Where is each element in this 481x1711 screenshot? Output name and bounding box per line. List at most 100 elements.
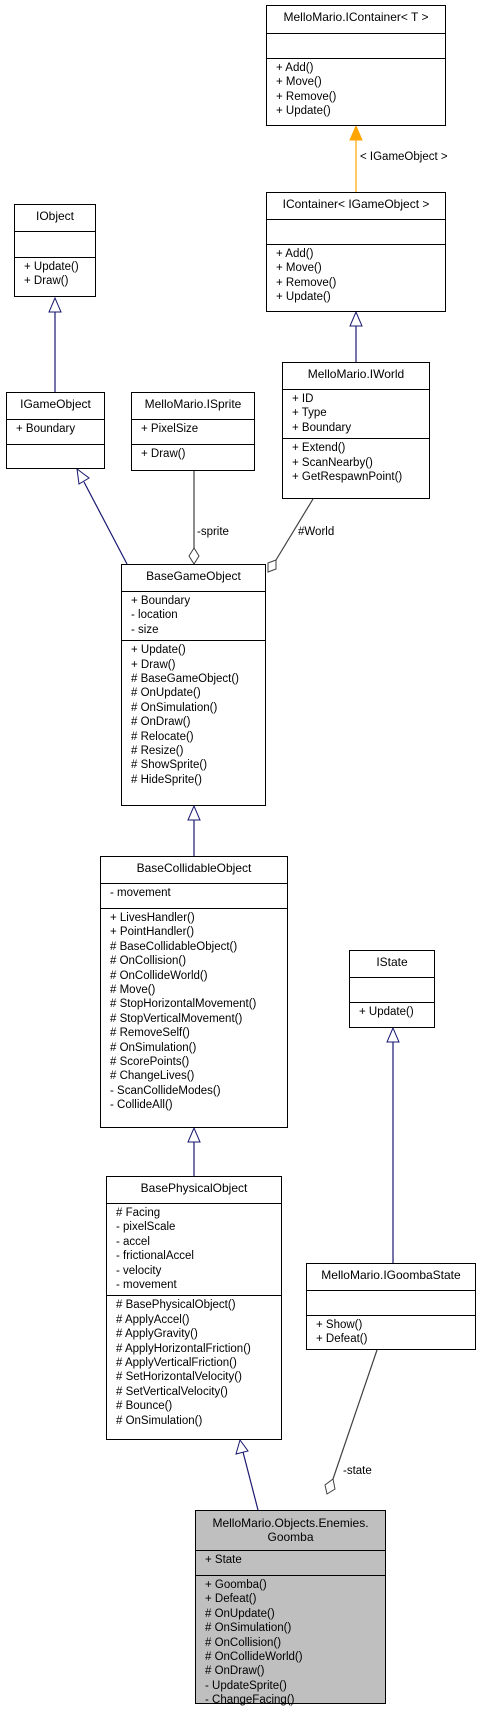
class-methods: + Draw() (132, 445, 254, 464)
attribute-row: + Type (292, 407, 327, 420)
class-attributes (15, 232, 95, 258)
aggregation-edge-state (332, 1349, 378, 1480)
class-goomba[interactable]: MelloMario.Objects.Enemies. Goomba + Sta… (195, 1510, 386, 1707)
method-row: + Remove() (276, 276, 337, 289)
class-basephysicalobject[interactable]: BasePhysicalObject # Facing - pixelScale… (106, 1176, 282, 1440)
method-row: + Update() (359, 1006, 414, 1018)
class-title: MelloMario.IGoombaState (307, 1264, 475, 1291)
class-title: BaseGameObject (122, 565, 265, 592)
attribute-row: - pixelScale (116, 1221, 176, 1234)
method-row: # BaseGameObject() (131, 673, 240, 686)
method-row: + Show() (316, 1319, 363, 1331)
method-row: # Resize() (131, 745, 184, 758)
method-row: - UpdateSprite() (205, 1679, 287, 1692)
class-isprite[interactable]: MelloMario.ISprite + PixelSize + Draw() (131, 392, 255, 471)
class-methods: + Update() (350, 1003, 434, 1022)
method-row: + Add() (276, 62, 314, 74)
class-iworld[interactable]: MelloMario.IWorld + ID + Type + Boundary… (282, 362, 430, 499)
attribute-row: - movement (116, 1279, 177, 1292)
edge-label-world: #World (298, 526, 335, 538)
inheritance-arrowhead-basephysical (187, 1126, 201, 1143)
method-row: + LivesHandler() (110, 912, 195, 924)
method-row: + ScanNearby() (292, 456, 373, 469)
attribute-row: - velocity (116, 1264, 162, 1277)
class-basegameobject[interactable]: BaseGameObject + Boundary - location - s… (121, 564, 266, 806)
method-row: # OnDraw() (131, 716, 191, 729)
method-row: # StopHorizontalMovement() (110, 998, 257, 1011)
method-row: # OnSimulation() (116, 1414, 203, 1427)
attribute-row: - size (131, 623, 159, 636)
inheritance-arrowhead-goomba (235, 1438, 249, 1455)
method-row: # HideSprite() (131, 773, 202, 786)
method-row: # ApplyVerticalFriction() (116, 1357, 237, 1370)
method-row: # ChangeLives() (110, 1070, 195, 1083)
class-methods: + Add() + Move() + Remove() + Update() (267, 245, 445, 308)
class-title: MelloMario.Objects.Enemies. Goomba (196, 1511, 385, 1551)
inheritance-edge-basegameobject (83, 481, 128, 565)
attribute-row: + PixelSize (141, 423, 199, 435)
method-row: + GetRespawnPoint() (292, 471, 403, 484)
class-title: IGameObject (7, 393, 104, 420)
class-iobject[interactable]: IObject + Update() + Draw() (14, 204, 96, 297)
class-methods: # BasePhysicalObject() # ApplyAccel() # … (107, 1296, 281, 1431)
method-row: # RemoveSelf() (110, 1027, 190, 1040)
aggregation-edge-world (275, 498, 314, 561)
method-row: + Goomba() (205, 1579, 267, 1591)
inheritance-arrowhead-igameobject (48, 296, 62, 313)
method-row: + Move() (276, 76, 322, 89)
method-row: # Relocate() (131, 730, 194, 743)
edge-label-sprite: -sprite (197, 526, 229, 538)
method-row: - ChangeFacing() (205, 1694, 295, 1707)
method-row: # OnSimulation() (110, 1041, 197, 1054)
attribute-row: + Boundary (131, 595, 191, 607)
method-row: # Move() (110, 984, 156, 997)
method-row: # OnCollision() (110, 955, 187, 968)
method-row: + Defeat() (316, 1333, 368, 1346)
edge-label-template: < IGameObject > (360, 151, 448, 163)
method-row: - ScanCollideModes() (110, 1084, 221, 1097)
class-attributes: # Facing - pixelScale - accel - friction… (107, 1204, 281, 1297)
method-row: + Add() (276, 248, 314, 260)
method-row: + PointHandler() (110, 926, 195, 939)
class-title: MelloMario.IContainer< T > (267, 6, 445, 34)
method-row: # OnSimulation() (205, 1622, 292, 1635)
method-row: # SetVerticalVelocity() (116, 1385, 228, 1398)
aggregation-diamond-world (267, 559, 277, 573)
class-attributes: + ID + Type + Boundary (283, 390, 429, 440)
method-row: # OnCollision() (205, 1636, 282, 1649)
class-attributes: + Boundary (7, 420, 104, 445)
class-icontainer-t[interactable]: MelloMario.IContainer< T > + Add() + Mov… (266, 5, 446, 126)
attribute-row: - location (131, 609, 178, 622)
template-arrowhead (349, 124, 363, 141)
class-icontainer-igameobject[interactable]: IContainer< IGameObject > + Add() + Move… (266, 192, 446, 312)
class-methods: + Add() + Move() + Remove() + Update() (267, 59, 445, 122)
method-row: # OnUpdate() (205, 1607, 275, 1620)
attribute-row: - frictionalAccel (116, 1250, 194, 1263)
inheritance-edge-goomba (242, 1451, 259, 1511)
class-methods: + Update() + Draw() # BaseGameObject() #… (122, 641, 265, 790)
aggregation-diamond-sprite (188, 547, 200, 565)
class-title: BaseCollidableObject (101, 857, 287, 884)
method-row: + Draw() (24, 275, 69, 288)
inheritance-arrowhead-basegameobject (76, 467, 90, 485)
class-attributes (267, 220, 445, 245)
method-row: # SetHorizontalVelocity() (116, 1371, 242, 1384)
class-istate[interactable]: IState + Update() (349, 950, 435, 1028)
edge-label-state: -state (343, 1465, 372, 1477)
method-row: # OnCollideWorld() (110, 969, 208, 982)
class-title: IObject (15, 205, 95, 232)
class-igameobject[interactable]: IGameObject + Boundary (6, 392, 105, 469)
method-row: + Defeat() (205, 1593, 257, 1606)
method-row: # StopVerticalMovement() (110, 1012, 243, 1025)
class-igoombastate[interactable]: MelloMario.IGoombaState + Show() + Defea… (306, 1263, 476, 1350)
method-row: # ScorePoints() (110, 1056, 190, 1069)
class-attributes (307, 1291, 475, 1316)
method-row: - CollideAll() (110, 1099, 173, 1112)
class-basecollidableobject[interactable]: BaseCollidableObject - movement + LivesH… (100, 856, 288, 1128)
method-row: + Update() (276, 105, 331, 118)
class-title: MelloMario.ISprite (132, 393, 254, 420)
method-row: + Update() (131, 644, 186, 657)
class-methods: + Extend() + ScanNearby() + GetRespawnPo… (283, 439, 429, 487)
method-row: # OnSimulation() (131, 701, 218, 714)
method-row: # Bounce() (116, 1400, 173, 1413)
